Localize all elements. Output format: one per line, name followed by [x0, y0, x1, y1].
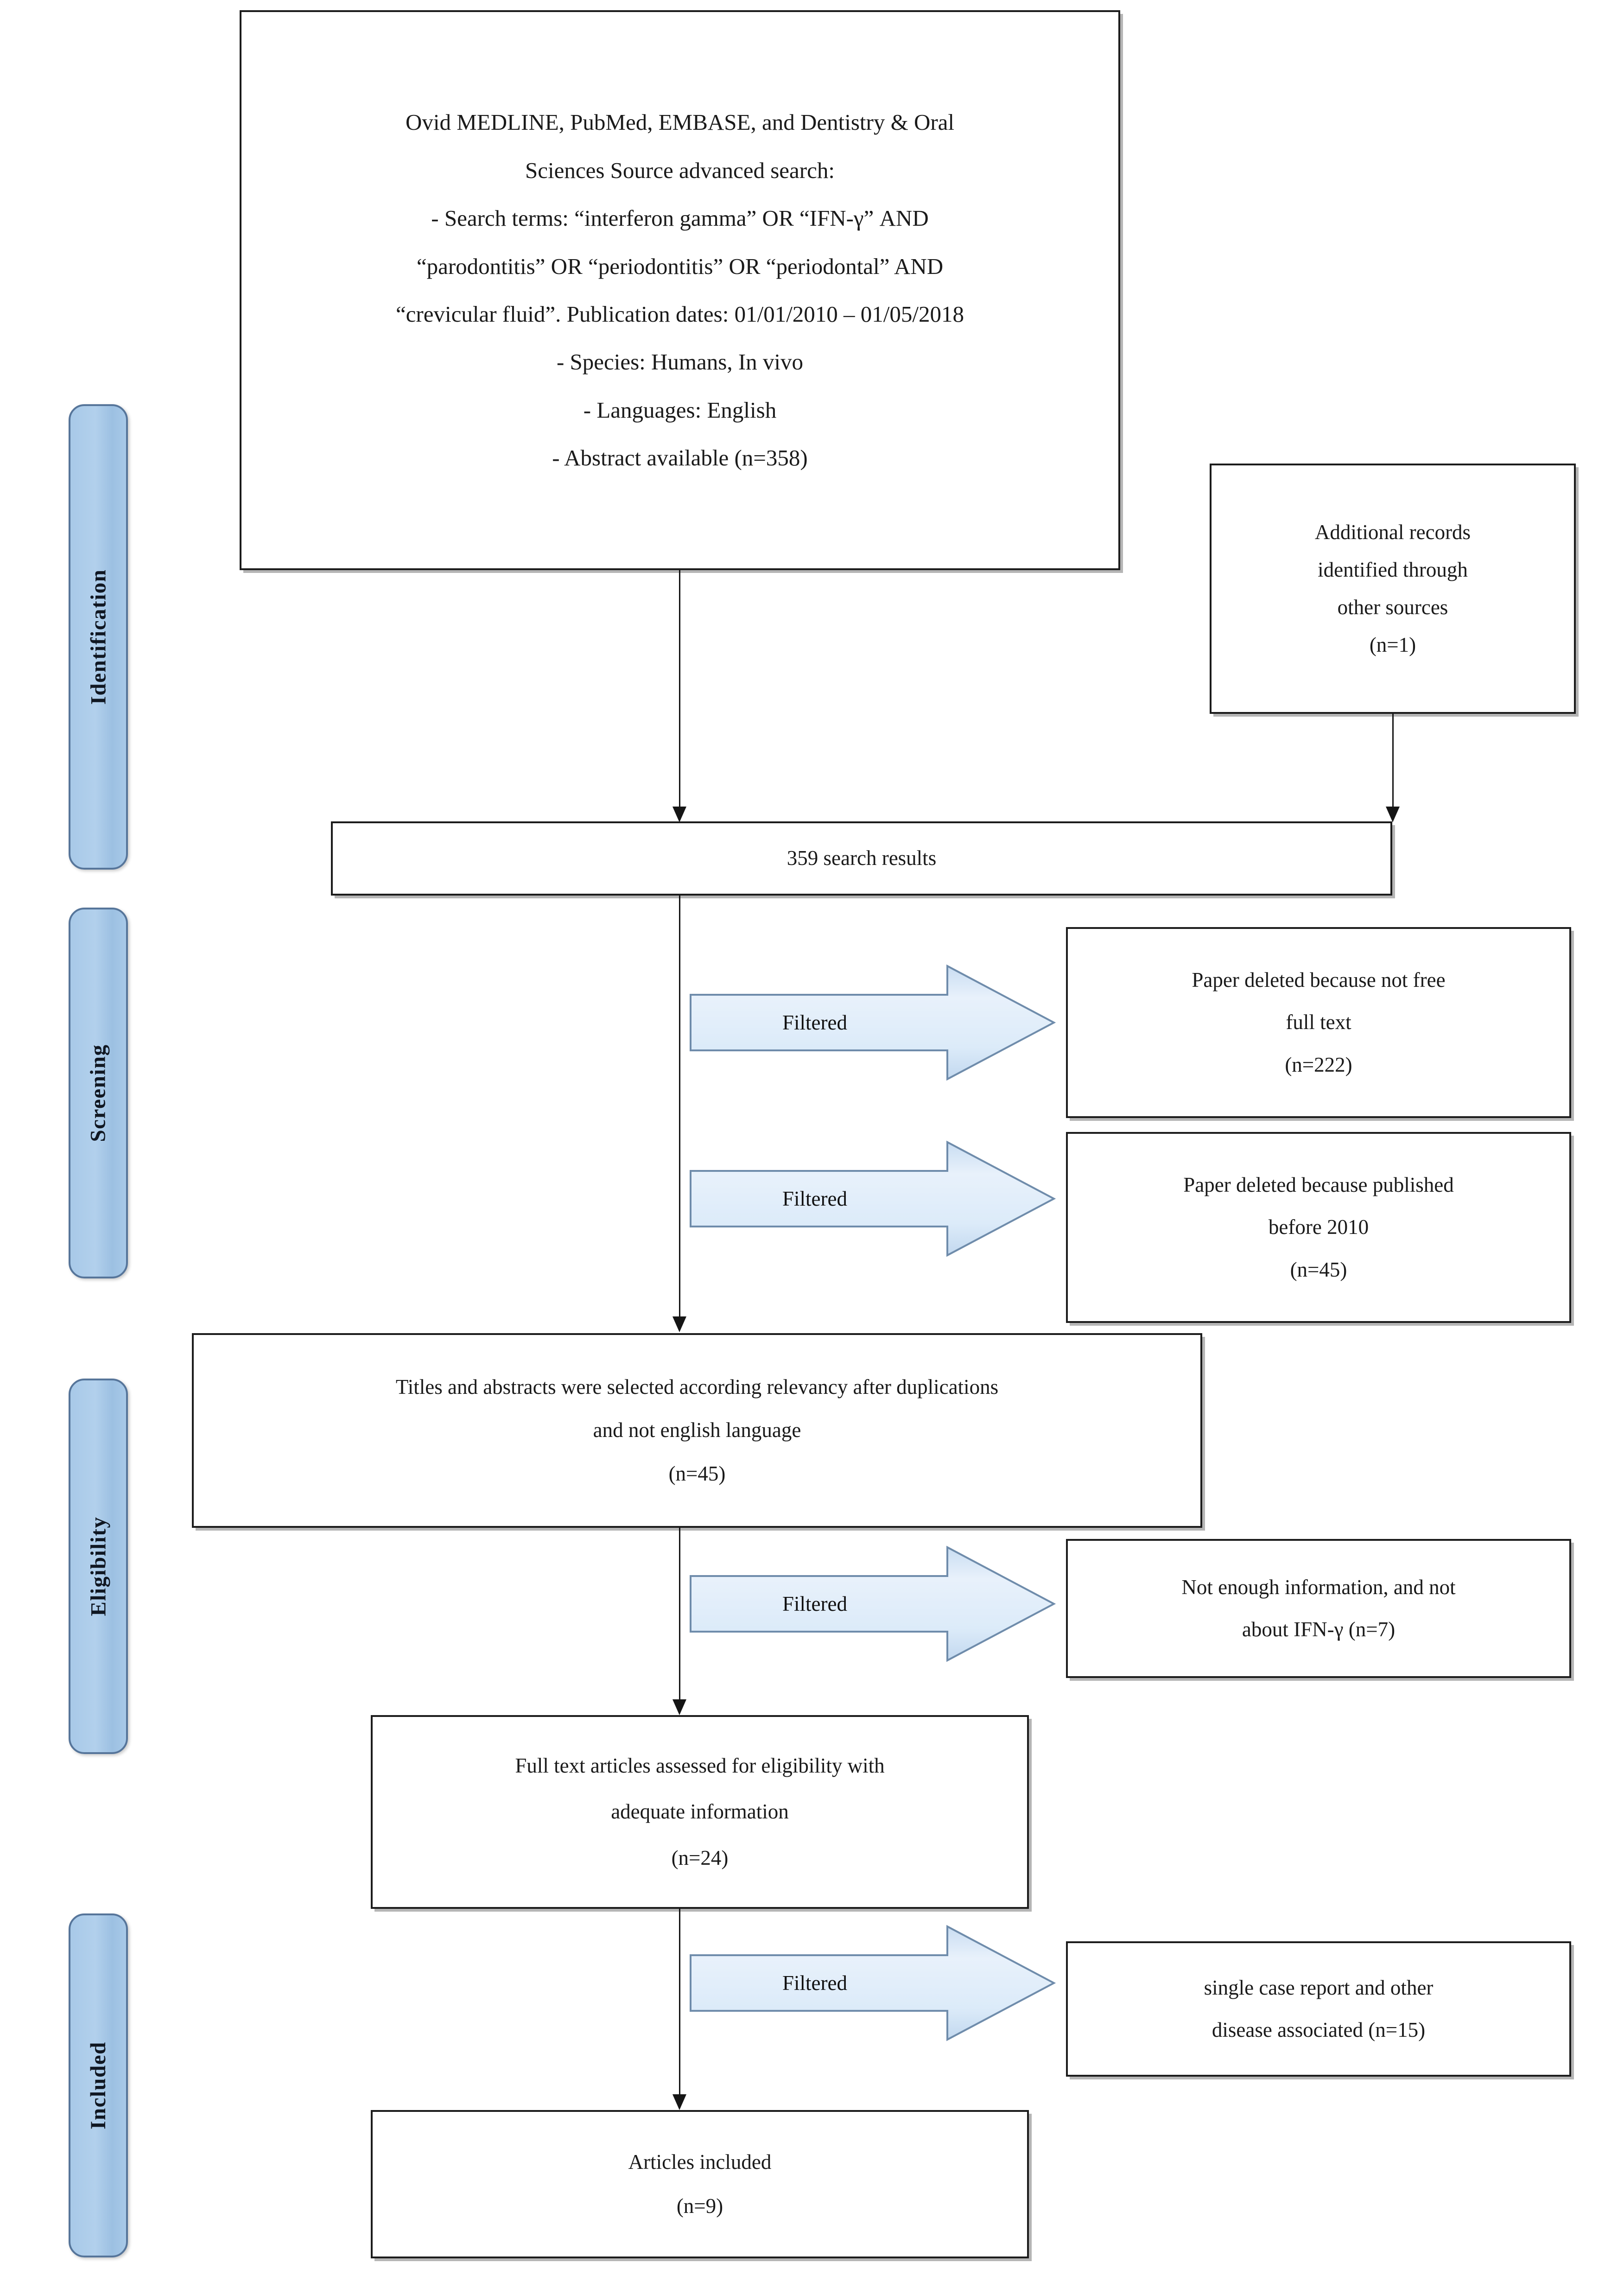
arrowhead-additional-to-results: [1386, 807, 1400, 822]
articles-included-box: Articles included (n=9): [371, 2110, 1029, 2258]
connector-search-to-results: [679, 570, 680, 820]
exclusion-1-line-2: (n=222): [1285, 1053, 1352, 1076]
stage-label-eligibility: Eligibility: [86, 1516, 110, 1616]
arrowhead-search-to-results: [672, 807, 686, 822]
titles-line-2: (n=45): [668, 1462, 726, 1485]
filtered-arrow-2: Filtered: [690, 1138, 1056, 1259]
exclusion-box-published-before-2010: Paper deleted because published before 2…: [1066, 1132, 1571, 1323]
titles-line-1: and not english language: [593, 1418, 801, 1442]
search-line-5: - Species: Humans, In vivo: [556, 349, 804, 375]
stage-label-screening: Screening: [86, 1044, 111, 1142]
exclusion-3-line-0: Not enough information, and not: [1181, 1575, 1456, 1599]
arrowhead-titles-to-fulltext: [672, 1699, 686, 1715]
fulltext-line-0: Full text articles assessed for eligibil…: [515, 1754, 885, 1778]
exclusion-2-line-0: Paper deleted because published: [1183, 1173, 1454, 1197]
exclusion-1-line-1: full text: [1286, 1011, 1351, 1034]
exclusion-2-line-1: before 2010: [1268, 1215, 1369, 1239]
search-line-3: “parodontitis” OR “periodontitis” OR “pe…: [416, 253, 944, 279]
filtered-arrow-4: Filtered: [690, 1923, 1056, 2043]
connector-additional-to-results: [1392, 714, 1394, 820]
exclusion-1-line-0: Paper deleted because not free: [1192, 968, 1446, 992]
exclusion-box-not-enough-information: Not enough information, and not about IF…: [1066, 1539, 1571, 1678]
stage-bar-included: Included: [69, 1913, 128, 2257]
search-line-0: Ovid MEDLINE, PubMed, EMBASE, and Dentis…: [405, 109, 955, 135]
included-line-1: (n=9): [676, 2194, 723, 2218]
search-results-box: 359 search results: [331, 821, 1392, 896]
exclusion-box-not-free-full-text: Paper deleted because not free full text…: [1066, 927, 1571, 1118]
additional-records-line-0: Additional records: [1314, 520, 1471, 544]
exclusion-2-line-2: (n=45): [1290, 1258, 1347, 1281]
included-line-0: Articles included: [628, 2150, 772, 2174]
filtered-arrow-1-label: Filtered: [782, 1011, 847, 1034]
stage-label-included: Included: [86, 2041, 111, 2129]
connector-results-to-titles: [679, 896, 680, 1330]
titles-abstracts-box: Titles and abstracts were selected accor…: [192, 1333, 1202, 1528]
search-line-2: - Search terms: “interferon gamma” OR “I…: [431, 205, 929, 231]
filtered-arrow-4-label: Filtered: [782, 1971, 847, 1995]
search-results-label: 359 search results: [787, 846, 937, 870]
search-line-7: - Abstract available (n=358): [552, 445, 808, 471]
arrowhead-results-to-titles: [672, 1316, 686, 1332]
additional-records-line-1: identified through: [1318, 558, 1468, 581]
connector-fulltext-to-included: [679, 1909, 680, 2108]
block-arrow-icon: [690, 964, 1056, 1081]
titles-line-0: Titles and abstracts were selected accor…: [395, 1375, 999, 1399]
stage-bar-screening: Screening: [69, 908, 128, 1278]
stage-bar-identification: Identification: [69, 404, 128, 870]
additional-records-line-2: other sources: [1337, 596, 1448, 619]
exclusion-3-line-1: about IFN-γ (n=7): [1242, 1618, 1396, 1641]
search-line-6: - Languages: English: [583, 397, 777, 423]
full-text-articles-box: Full text articles assessed for eligibil…: [371, 1715, 1029, 1909]
exclusion-4-line-1: disease associated (n=15): [1212, 2018, 1426, 2041]
filtered-arrow-1: Filtered: [690, 962, 1056, 1083]
stage-bar-eligibility: Eligibility: [69, 1379, 128, 1754]
exclusion-4-line-0: single case report and other: [1204, 1976, 1434, 1999]
additional-records-line-3: (n=1): [1369, 633, 1416, 657]
search-line-4: “crevicular fluid”. Publication dates: 0…: [395, 301, 964, 327]
block-arrow-icon: [690, 1140, 1056, 1257]
search-line-1: Sciences Source advanced search:: [525, 157, 835, 183]
block-arrow-icon: [690, 1545, 1056, 1662]
filtered-arrow-3-label: Filtered: [782, 1592, 847, 1615]
additional-records-box: Additional records identified through ot…: [1210, 464, 1576, 714]
fulltext-line-2: (n=24): [671, 1846, 729, 1869]
connector-titles-to-fulltext: [679, 1528, 680, 1712]
search-strategy-box: Ovid MEDLINE, PubMed, EMBASE, and Dentis…: [240, 10, 1120, 570]
arrowhead-fulltext-to-included: [672, 2094, 686, 2110]
filtered-arrow-2-label: Filtered: [782, 1187, 847, 1210]
fulltext-line-1: adequate information: [611, 1800, 789, 1824]
filtered-arrow-3: Filtered: [690, 1544, 1056, 1664]
block-arrow-icon: [690, 1925, 1056, 2041]
stage-label-identification: Identification: [86, 569, 110, 705]
exclusion-box-single-case-report: single case report and other disease ass…: [1066, 1941, 1571, 2077]
